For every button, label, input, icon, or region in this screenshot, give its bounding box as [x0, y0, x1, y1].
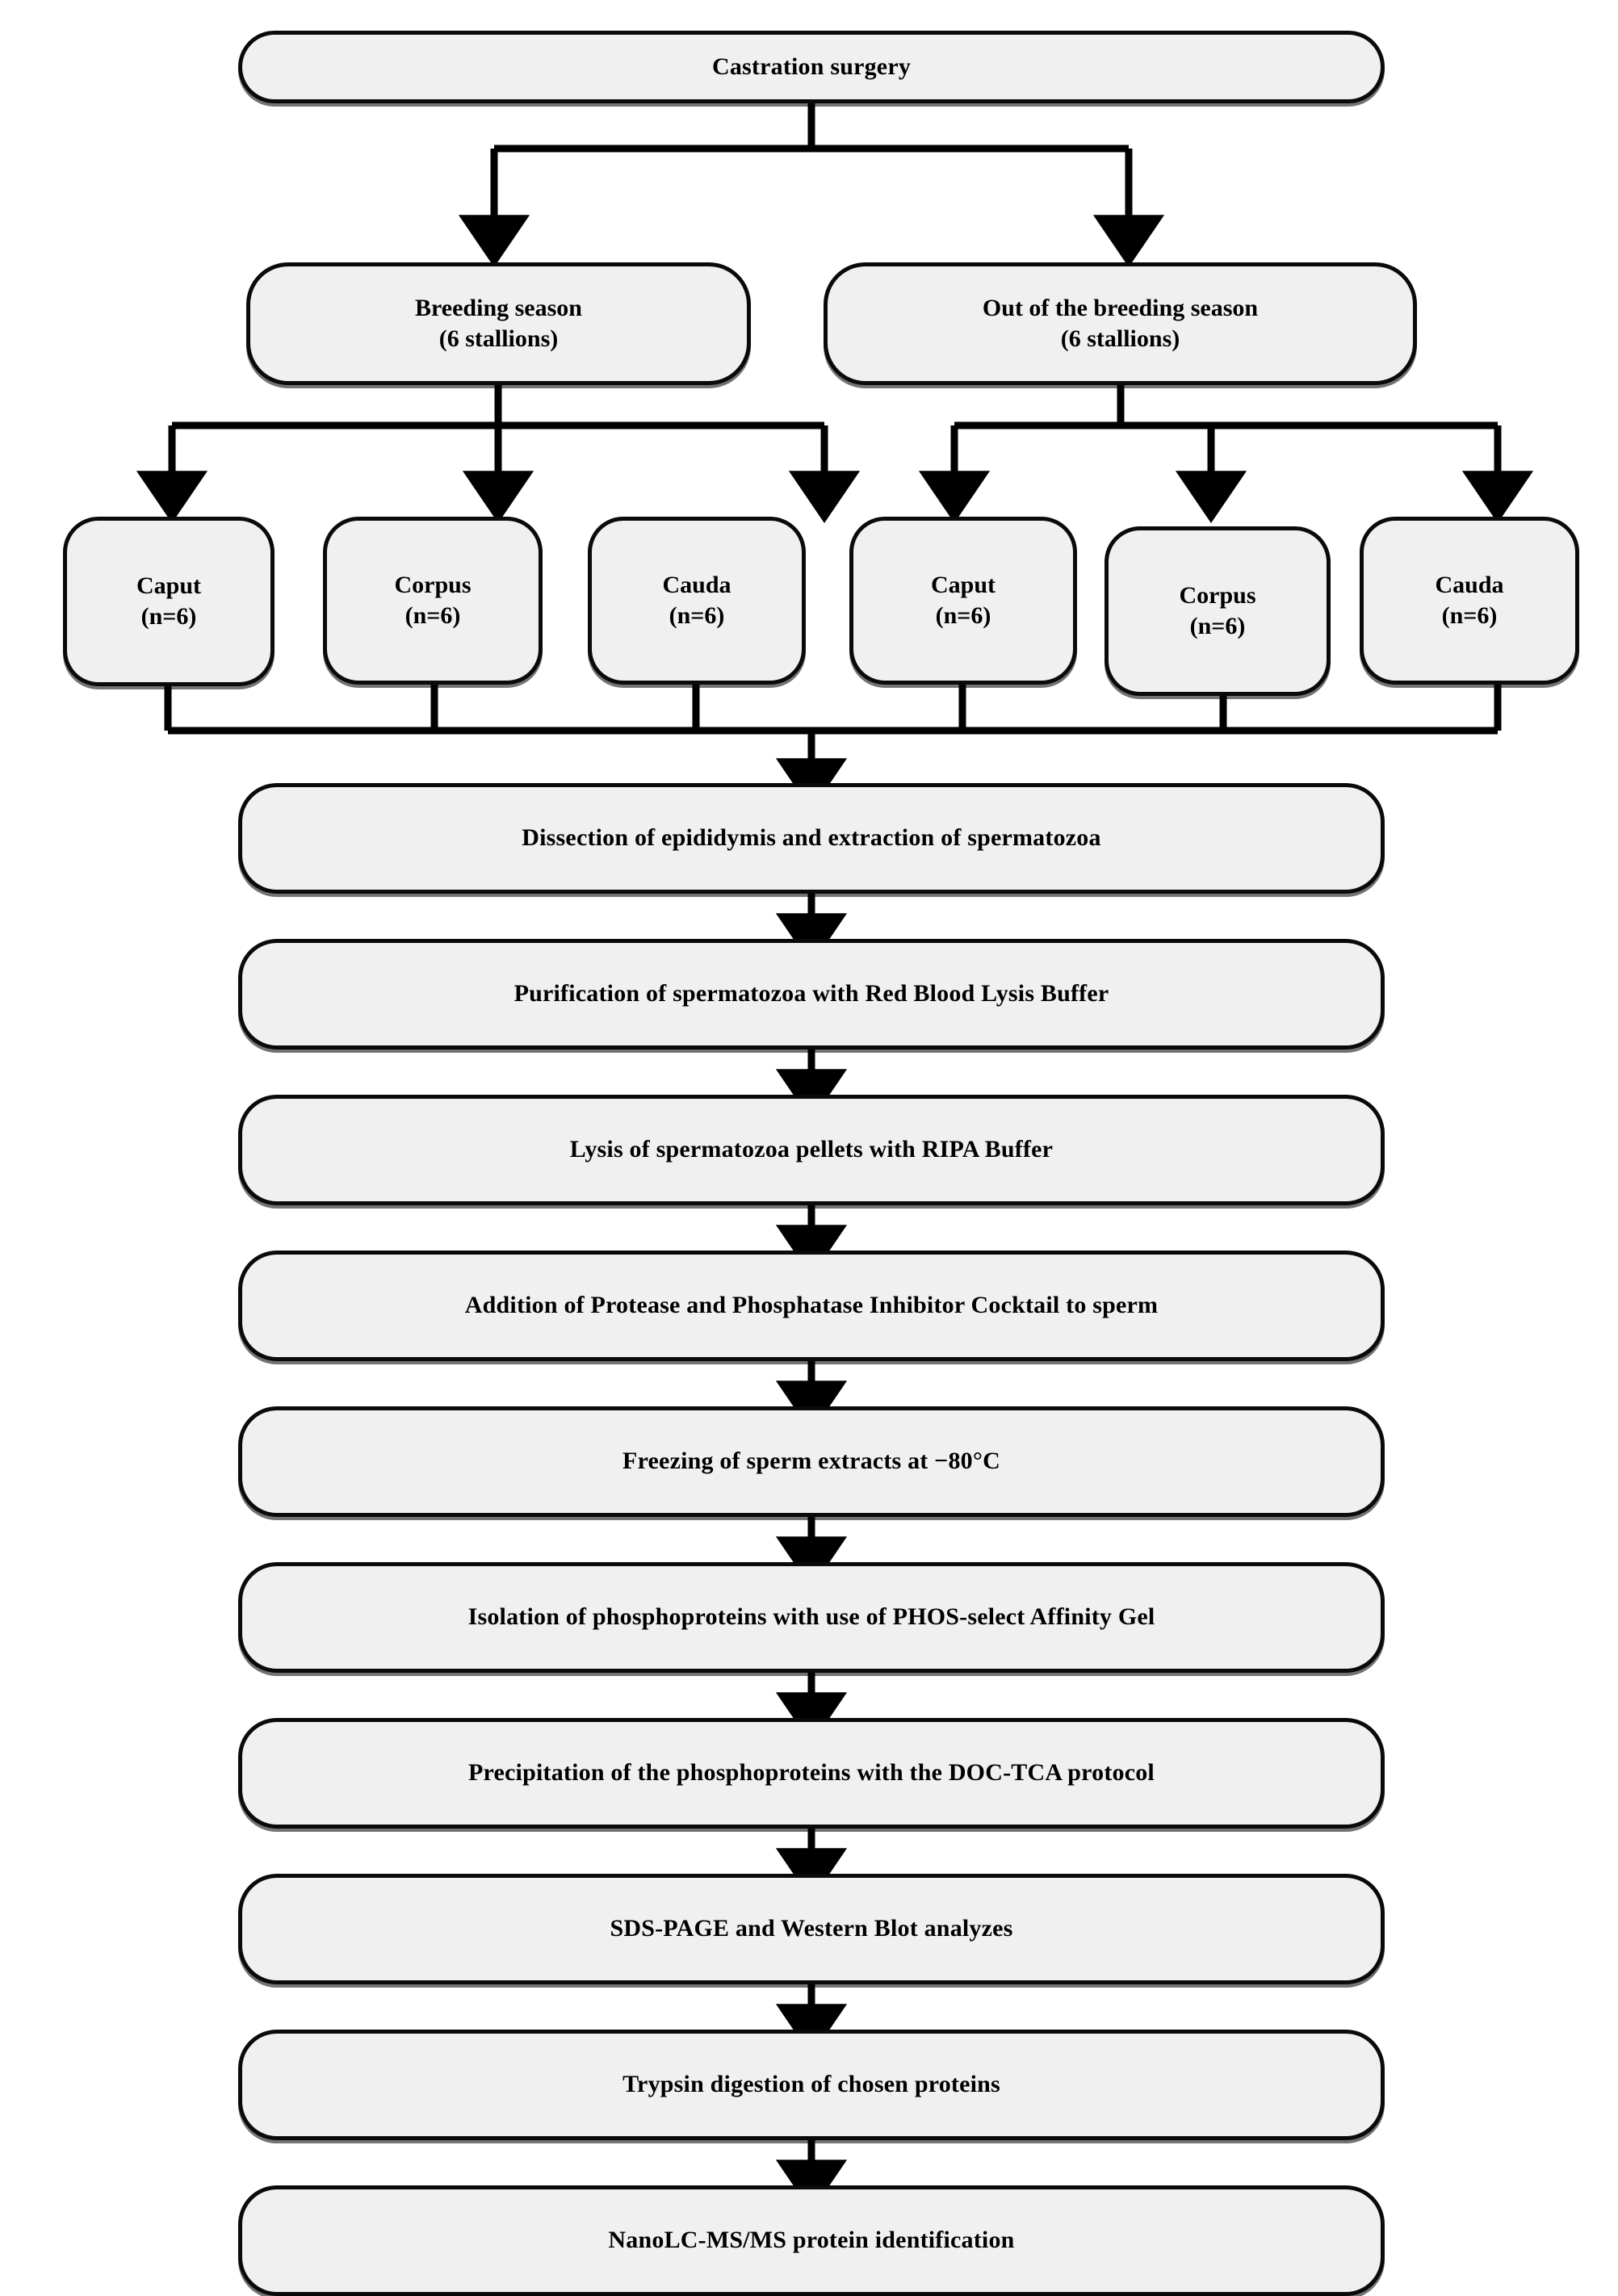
connector-segments-merge	[164, 685, 1502, 811]
node-out-of-breeding-season[interactable]: Out of the breeding season (6 stallions)	[824, 262, 1417, 385]
node-label: Addition of Protease and Phosphatase Inh…	[464, 1292, 1159, 1319]
node-label: Dissection of epididymis and extraction …	[522, 824, 1101, 852]
node-label: Purification of spermatozoa with Red Blo…	[513, 980, 1109, 1008]
node-label: Out of the breeding season (6 stallions)	[982, 294, 1259, 352]
node-step-dissection[interactable]: Dissection of epididymis and extraction …	[238, 783, 1385, 894]
node-label: Isolation of phosphoproteins with use of…	[467, 1603, 1155, 1631]
node-nonbreeding-cauda[interactable]: Cauda (n=6)	[1360, 517, 1579, 685]
node-step-phosphoprotein-isolation[interactable]: Isolation of phosphoproteins with use of…	[238, 1562, 1385, 1673]
node-step-trypsin-digestion[interactable]: Trypsin digestion of chosen proteins	[238, 2030, 1385, 2140]
node-breeding-caput[interactable]: Caput (n=6)	[63, 517, 275, 686]
node-breeding-corpus[interactable]: Corpus (n=6)	[323, 517, 543, 685]
node-castration-surgery[interactable]: Castration surgery	[238, 31, 1385, 103]
connector-breeding-to-segments	[136, 385, 861, 523]
node-step-purification[interactable]: Purification of spermatozoa with Red Blo…	[238, 939, 1385, 1050]
node-label: Corpus (n=6)	[394, 571, 472, 629]
node-label: Caput (n=6)	[930, 571, 996, 629]
node-label: Trypsin digestion of chosen proteins	[622, 2071, 1000, 2098]
node-step-freezing[interactable]: Freezing of sperm extracts at −80°C	[238, 1406, 1385, 1517]
node-label: NanoLC-MS/MS protein identification	[608, 2227, 1015, 2254]
node-breeding-season[interactable]: Breeding season (6 stallions)	[246, 262, 751, 385]
node-label: Cauda (n=6)	[662, 571, 731, 629]
node-step-nanolc-msms[interactable]: NanoLC-MS/MS protein identification	[238, 2185, 1385, 2296]
connector-start-to-seasons	[458, 103, 1165, 267]
node-label: Corpus (n=6)	[1179, 581, 1256, 639]
node-step-sds-page-western-blot[interactable]: SDS-PAGE and Western Blot analyzes	[238, 1874, 1385, 1984]
node-label: Lysis of spermatozoa pellets with RIPA B…	[569, 1136, 1054, 1163]
node-nonbreeding-corpus[interactable]: Corpus (n=6)	[1105, 526, 1331, 696]
node-label: Castration surgery	[711, 52, 912, 80]
connector-nonbreeding-to-segments	[918, 385, 1534, 523]
node-label: Cauda (n=6)	[1435, 571, 1504, 629]
node-step-inhibitor-cocktail[interactable]: Addition of Protease and Phosphatase Inh…	[238, 1251, 1385, 1361]
node-step-lysis[interactable]: Lysis of spermatozoa pellets with RIPA B…	[238, 1095, 1385, 1205]
node-nonbreeding-caput[interactable]: Caput (n=6)	[849, 517, 1077, 685]
node-label: Caput (n=6)	[136, 572, 202, 630]
node-breeding-cauda[interactable]: Cauda (n=6)	[588, 517, 806, 685]
node-label: SDS-PAGE and Western Blot analyzes	[610, 1915, 1013, 1942]
node-label: Precipitation of the phosphoproteins wit…	[468, 1759, 1155, 1787]
node-label: Freezing of sperm extracts at −80°C	[622, 1448, 1000, 1475]
node-label: Breeding season (6 stallions)	[415, 294, 582, 352]
node-step-precipitation[interactable]: Precipitation of the phosphoproteins wit…	[238, 1718, 1385, 1829]
